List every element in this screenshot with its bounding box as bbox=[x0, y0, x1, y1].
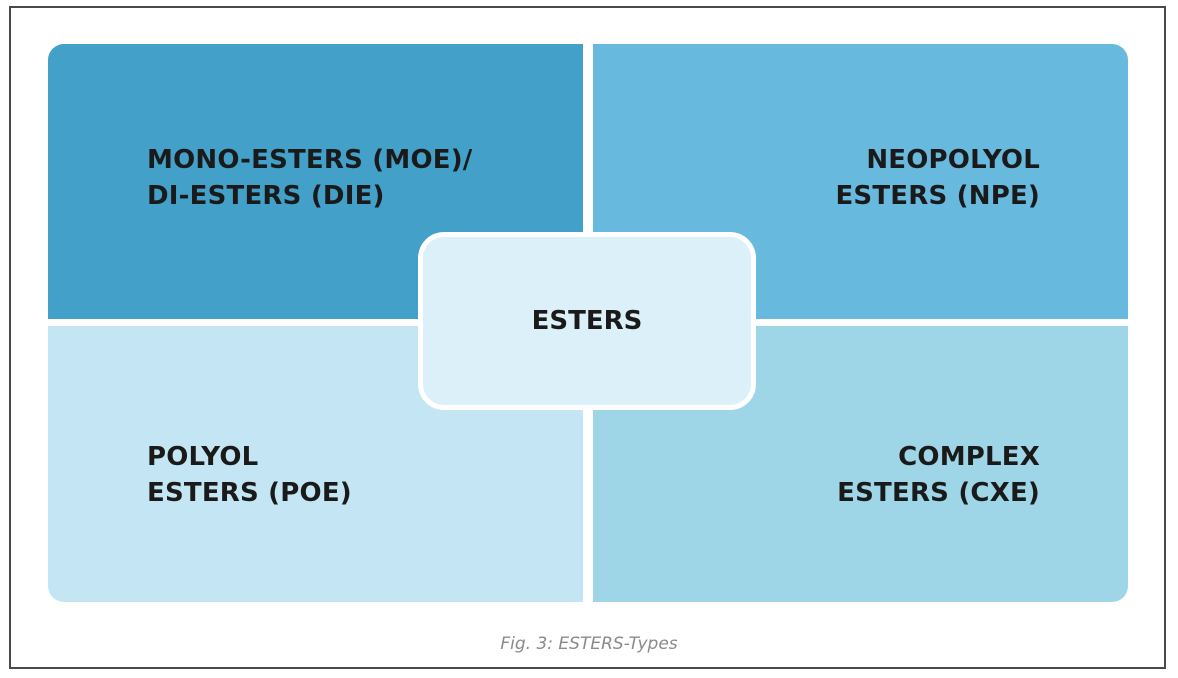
quadrant-neopolyol-esters: NEOPOLYOL ESTERS (NPE) bbox=[593, 44, 1128, 319]
quadrant-label: NEOPOLYOL ESTERS (NPE) bbox=[835, 142, 1040, 214]
quadrant-label: MONO-ESTERS (MOE)/ DI-ESTERS (DIE) bbox=[147, 142, 473, 214]
figure-caption: Fig. 3: ESTERS-Types bbox=[500, 634, 678, 654]
quadrant-label-line1: POLYOL bbox=[147, 442, 259, 472]
quadrant-label-line2: ESTERS (POE) bbox=[147, 478, 352, 508]
quadrant-label-line2: ESTERS (CXE) bbox=[837, 478, 1040, 508]
quadrant-label-line1: COMPLEX bbox=[898, 442, 1040, 472]
quadrant-label-line2: DI-ESTERS (DIE) bbox=[147, 181, 385, 211]
quadrant-label-line1: NEOPOLYOL bbox=[866, 145, 1040, 175]
center-esters-box: ESTERS bbox=[418, 232, 756, 410]
center-label: ESTERS bbox=[531, 306, 643, 336]
quadrant-label: COMPLEX ESTERS (CXE) bbox=[837, 439, 1040, 511]
quadrant-label-line1: MONO-ESTERS (MOE)/ bbox=[147, 145, 473, 175]
quadrant-label: POLYOL ESTERS (POE) bbox=[147, 439, 352, 511]
quadrant-label-line2: ESTERS (NPE) bbox=[835, 181, 1040, 211]
